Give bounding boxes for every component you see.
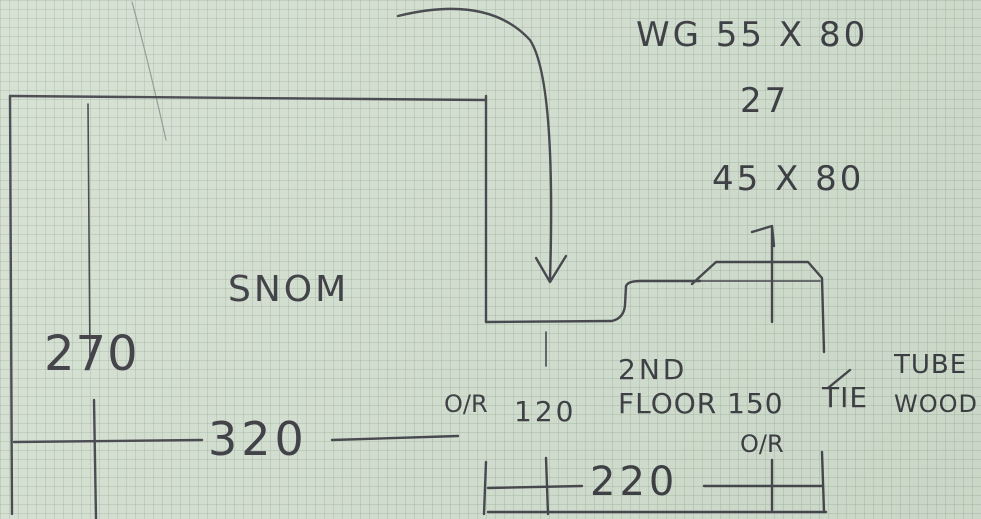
raised-block-outline bbox=[690, 260, 826, 354]
label-width-320: 320 bbox=[208, 412, 308, 466]
label-od-left: O/R bbox=[444, 390, 488, 418]
label-room-name: SNOM bbox=[228, 269, 350, 310]
dim-line-320-left bbox=[12, 438, 204, 444]
label-second-floor-line1: 2ND bbox=[618, 353, 688, 386]
dim-end-220-left bbox=[482, 460, 488, 516]
upward-arrow-head bbox=[750, 224, 776, 248]
label-timber-size-wg: WG 55 X 80 bbox=[636, 15, 869, 55]
label-wood: WOOD bbox=[894, 390, 978, 418]
dim-line-320-right bbox=[330, 434, 460, 442]
dim-tick-320 bbox=[92, 398, 98, 519]
dim-tick-220-a bbox=[544, 456, 550, 516]
floor-step-profile bbox=[484, 279, 702, 324]
label-od-right: O/R bbox=[740, 430, 784, 458]
curved-arrow-head bbox=[534, 254, 568, 284]
label-tie: TIE bbox=[822, 381, 869, 414]
pencil-stray-line bbox=[131, 1, 167, 141]
label-dim-120: 120 bbox=[514, 395, 577, 428]
label-height-270: 270 bbox=[44, 326, 139, 382]
label-tube: TUBE bbox=[894, 350, 968, 380]
dim-line-220-left bbox=[486, 484, 584, 490]
room-inner-vertical-line bbox=[87, 103, 91, 361]
dim-end-220-right bbox=[820, 450, 826, 514]
label-second-floor-line2: FLOOR 150 bbox=[618, 387, 784, 420]
room-left-wall bbox=[8, 94, 14, 516]
label-27: 27 bbox=[740, 81, 790, 121]
label-width-220: 220 bbox=[590, 459, 679, 505]
curved-arrow-shaft bbox=[396, 7, 553, 282]
label-timber-size-45x80: 45 X 80 bbox=[712, 159, 865, 199]
tie-diagonal-mark bbox=[826, 368, 852, 390]
room-top-wall bbox=[8, 94, 488, 102]
